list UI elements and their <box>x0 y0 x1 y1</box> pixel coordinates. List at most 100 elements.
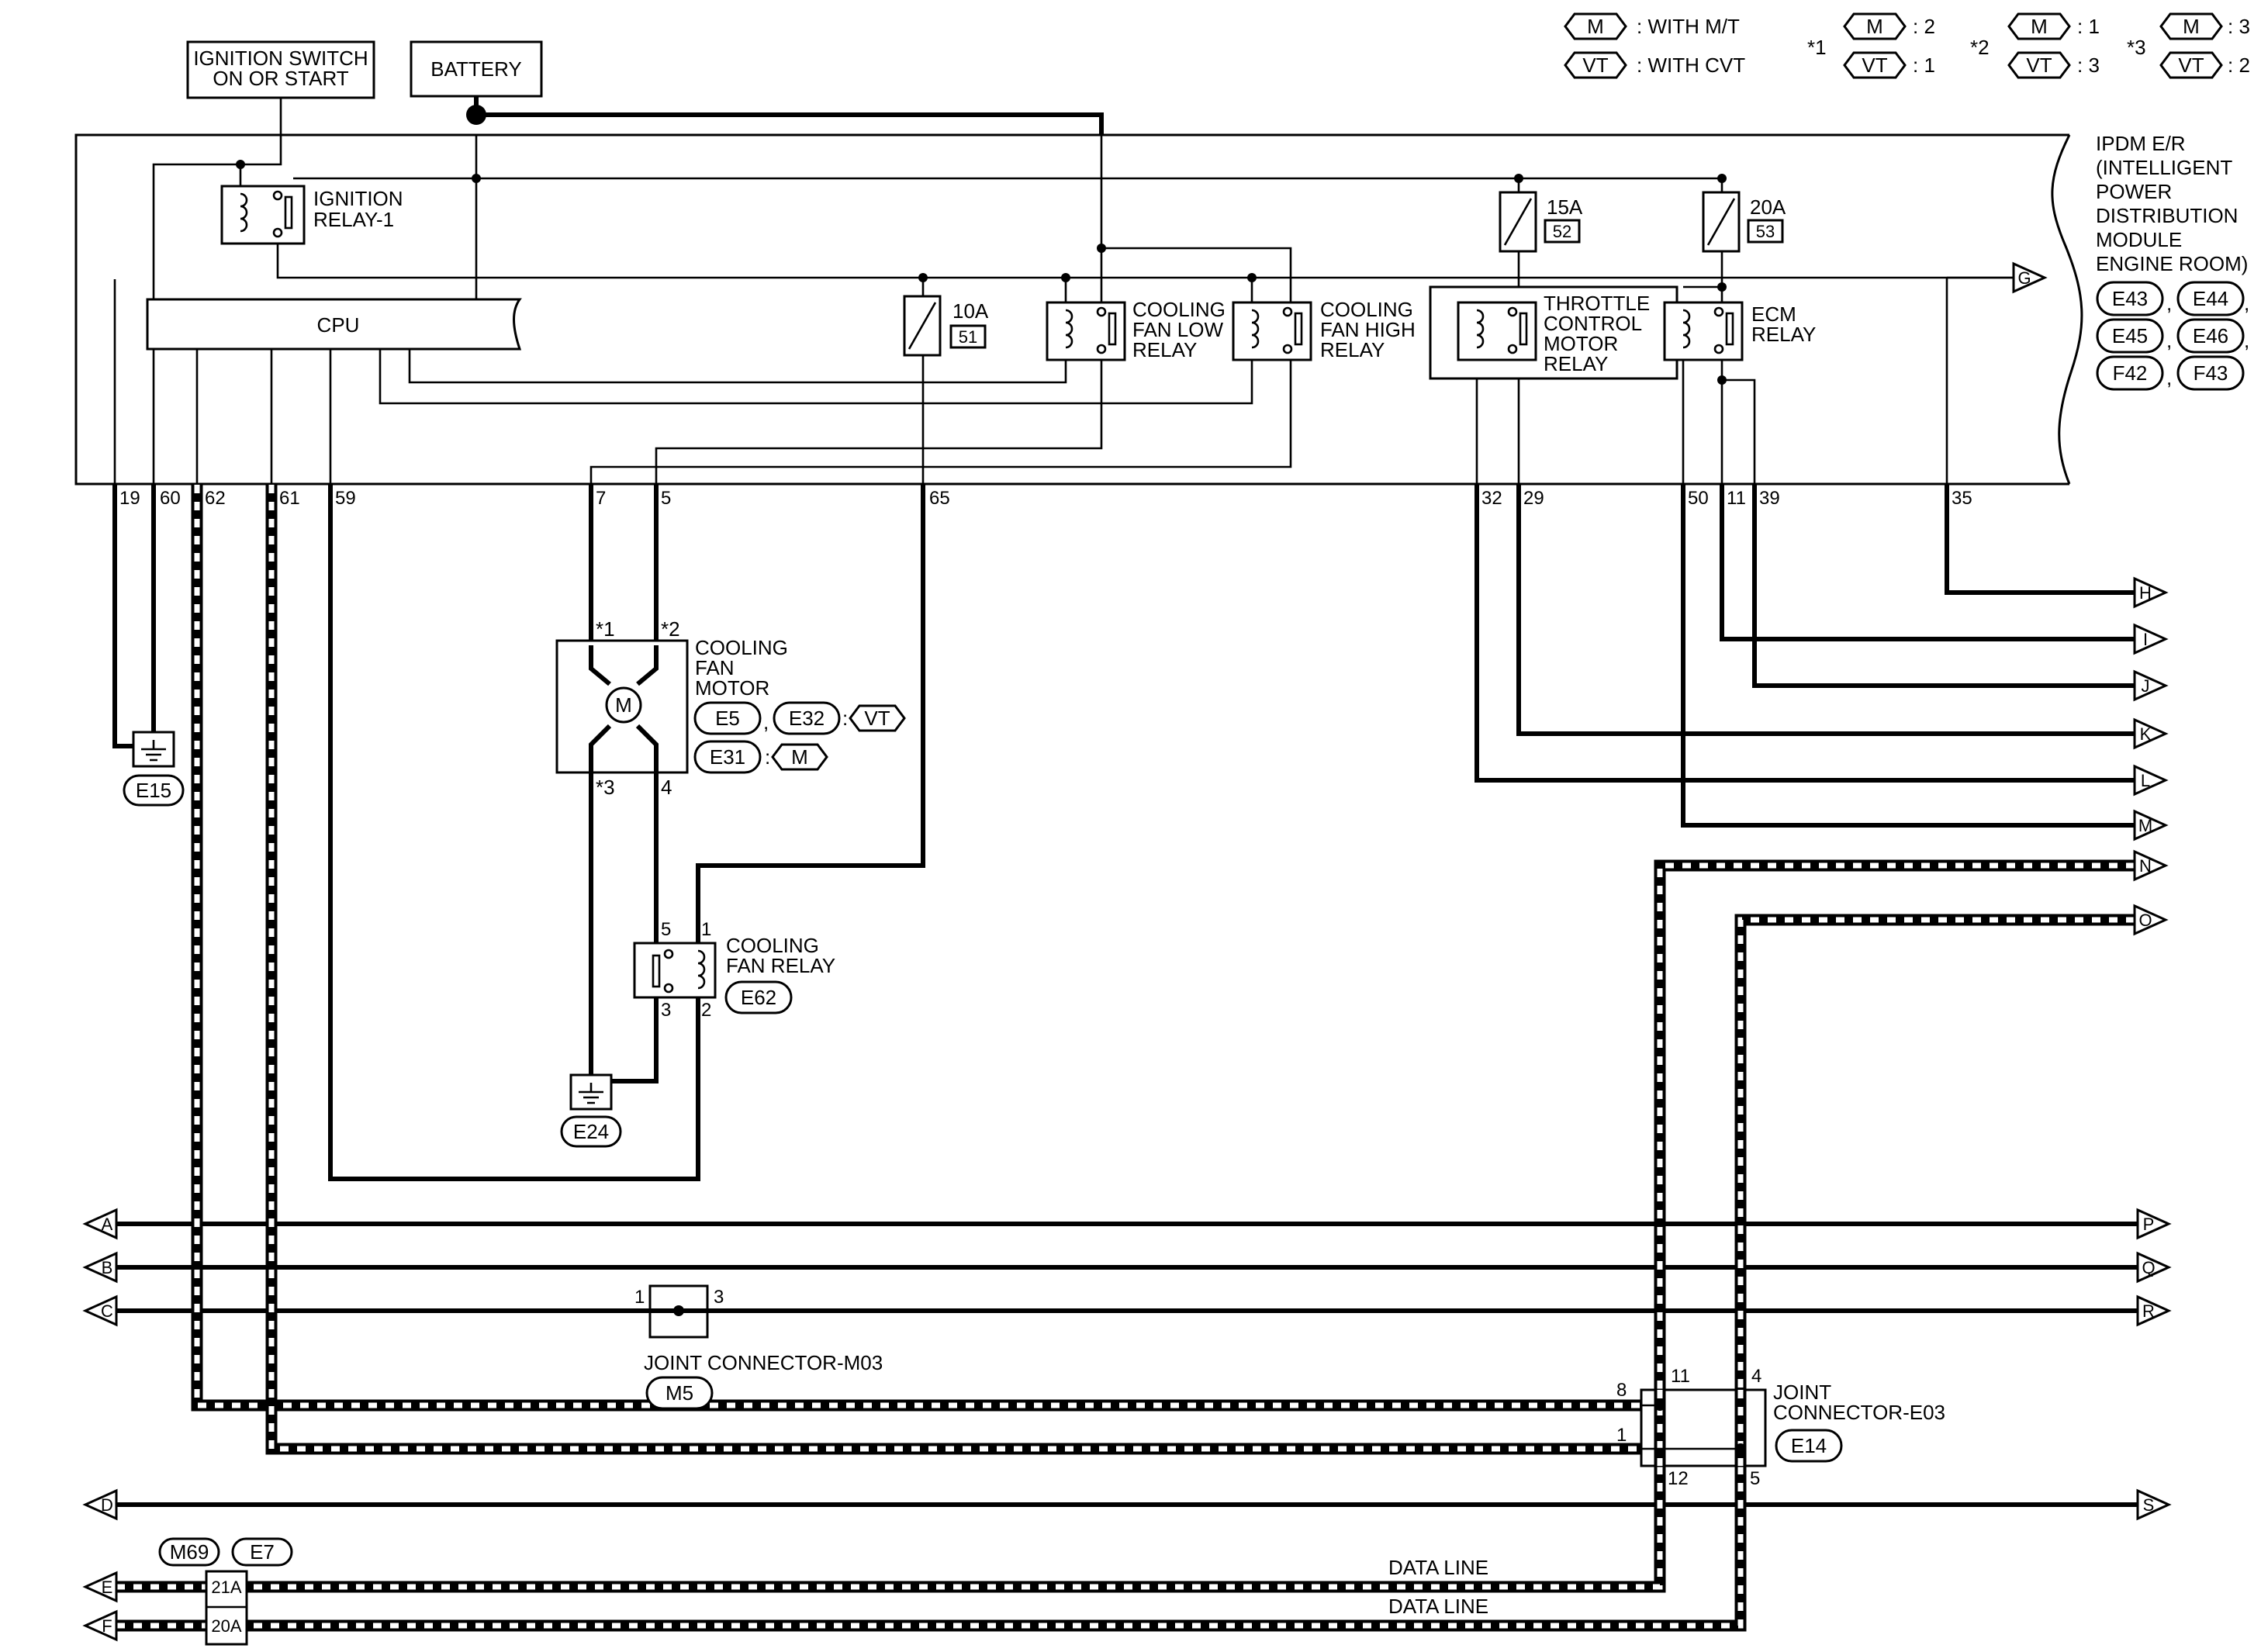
offpage-k-label: K <box>2140 724 2152 744</box>
fan-relay-contact <box>652 954 661 988</box>
ignition-relay-contact <box>284 195 293 230</box>
ignition-relay-label-1: IGNITION <box>313 187 403 210</box>
ipdm-conn-e43-label: E43 <box>2112 287 2148 310</box>
legend-star2-vt-value: : 3 <box>2077 54 2100 77</box>
pin-61: 61 <box>279 488 300 509</box>
ignition-relay-label-2: RELAY-1 <box>313 208 394 231</box>
ipdm-sep-5: , <box>2166 366 2172 389</box>
offpage-r-shape <box>2136 1294 2172 1327</box>
cpu-to-high-relay <box>379 349 1253 405</box>
offpage-g-label: G <box>2017 268 2031 288</box>
legend: M : WITH M/T VT : WITH CVT *1 M : 2 VT :… <box>1564 12 2250 79</box>
fuse-15a-number-box <box>1544 219 1581 244</box>
cpu-block: CPU <box>146 298 522 351</box>
fuse-10a-slash <box>908 302 937 350</box>
ignition-switch-box: IGNITION SWITCH ON OR START <box>186 40 375 99</box>
joint-m03-node <box>673 1305 684 1316</box>
joint-m03-conn <box>645 1376 714 1410</box>
offpage-l-label: L <box>2141 771 2150 790</box>
joint-e03-pin-5: 5 <box>1750 1468 1760 1489</box>
fan-motor-lead-2 <box>636 645 659 686</box>
fan-relay-conn-label: E62 <box>741 986 776 1009</box>
low-relay-coil <box>1065 309 1073 349</box>
fuse-15a-number: 52 <box>1553 222 1571 241</box>
fan-motor-sep: , <box>763 710 769 734</box>
ground-e24-icon <box>579 1083 603 1104</box>
ipdm-pin-numbers: 19 60 62 61 59 7 5 65 32 29 50 11 39 35 <box>119 488 1972 509</box>
pin61-data-line <box>268 485 1641 1452</box>
fan-relay-label-2: FAN RELAY <box>726 954 835 977</box>
ignition-switch-line2: ON OR START <box>213 67 348 90</box>
ipdm-conn-e45 <box>2096 318 2164 354</box>
ecm-relay-terminal-b <box>1713 344 1724 354</box>
joint-e03-conn-label: E14 <box>1791 1434 1827 1457</box>
joint-e03-pin-1: 1 <box>1616 1425 1627 1446</box>
offpage-q-label: Q <box>2142 1258 2155 1277</box>
cpu-to-low-relay <box>408 349 1067 384</box>
joint-e03-pin-12: 12 <box>1668 1468 1689 1489</box>
low-relay-label-2: FAN LOW <box>1132 318 1223 341</box>
high-relay-contact <box>1294 312 1303 346</box>
legend-with-cvt: : WITH CVT <box>1637 54 1745 77</box>
low-relay-terminal-a <box>1096 306 1107 317</box>
fan-relay-pin-5: 5 <box>661 919 671 940</box>
offpage-d-shape <box>82 1488 118 1521</box>
joint-m03-pin-3: 3 <box>714 1287 724 1308</box>
legend-star3-m-value: : 3 <box>2228 15 2250 38</box>
throttle-relay-frame <box>1457 301 1537 361</box>
ecm-to-pin39 <box>1722 378 1756 485</box>
fuse-20a-rating: 20A <box>1750 195 1786 219</box>
ecm-relay-coil <box>1682 309 1691 349</box>
fan-motor-conn-e32-label: E32 <box>789 707 825 730</box>
offpage-r-label: R <box>2142 1301 2155 1321</box>
low-relay-label-1: COOLING <box>1132 298 1226 321</box>
off-page-right-connectors: G H I J K L M N O P Q R S <box>2012 261 2172 1521</box>
joint-e03-node-a <box>1654 1400 1665 1411</box>
pin-65: 65 <box>929 488 950 509</box>
pin59-to-fan-relay <box>328 485 700 1181</box>
pin-32: 32 <box>1481 488 1502 509</box>
fuse-20a: 20A 53 <box>1702 191 1786 253</box>
offpage-b-label: B <box>102 1258 113 1277</box>
offpage-g-shape <box>2012 261 2048 294</box>
legend-star2-vt-shape <box>2007 51 2071 79</box>
throttle-label-1: THROTTLE <box>1544 292 1650 315</box>
fan-motor-colon-1: : <box>842 707 848 730</box>
throttle-label-4: RELAY <box>1544 352 1608 375</box>
ecm-relay: ECM RELAY <box>1663 301 1816 361</box>
fuse-20a-slash <box>1706 198 1736 246</box>
ecm-feed <box>1683 285 1723 302</box>
ecm-relay-label-1: ECM <box>1751 302 1796 326</box>
fan-motor-icon <box>605 686 642 724</box>
battery-label: BATTERY <box>430 57 522 81</box>
ground-e15: E15 <box>123 731 185 807</box>
ipdm-conn-e43 <box>2096 281 2164 316</box>
fan-relay-conn-e62 <box>724 980 793 1014</box>
fuse-10a-rating: 10A <box>952 299 989 323</box>
fan-motor-m-shape <box>771 743 828 771</box>
ipdm-title-5: MODULE <box>2096 228 2182 251</box>
pin-62: 62 <box>205 488 226 509</box>
ipdm-title-2: (INTELLIGENT <box>2096 156 2232 179</box>
fan-motor-label-3: MOTOR <box>695 676 769 700</box>
offpage-l-shape <box>2133 764 2169 797</box>
offpage-o-label: O <box>2138 911 2152 930</box>
throttle-control-motor-relay: THROTTLE CONTROL MOTOR RELAY <box>1429 285 1678 380</box>
e-data-line <box>247 1466 1663 1590</box>
legend-star3-vt-shape <box>2159 51 2223 79</box>
ecm-relay-contact <box>1725 312 1734 346</box>
ipdm-title-1: IPDM E/R <box>2096 132 2186 155</box>
conn-m69 <box>158 1537 220 1567</box>
pin-59: 59 <box>335 488 356 509</box>
pin-19: 19 <box>119 488 140 509</box>
fan-motor-pin-tl: *1 <box>596 617 615 641</box>
conn-e7-label: E7 <box>250 1540 275 1564</box>
ignition-relay-terminal-a <box>272 190 283 201</box>
pin-35: 35 <box>1952 488 1972 509</box>
legend-star3-mark: *3 <box>2127 36 2146 59</box>
ignition-relay-1: IGNITION RELAY-1 <box>220 185 403 245</box>
high-relay-terminal-b <box>1282 344 1293 354</box>
joint-m03-pin-1: 1 <box>634 1287 645 1308</box>
pin-60: 60 <box>160 488 181 509</box>
